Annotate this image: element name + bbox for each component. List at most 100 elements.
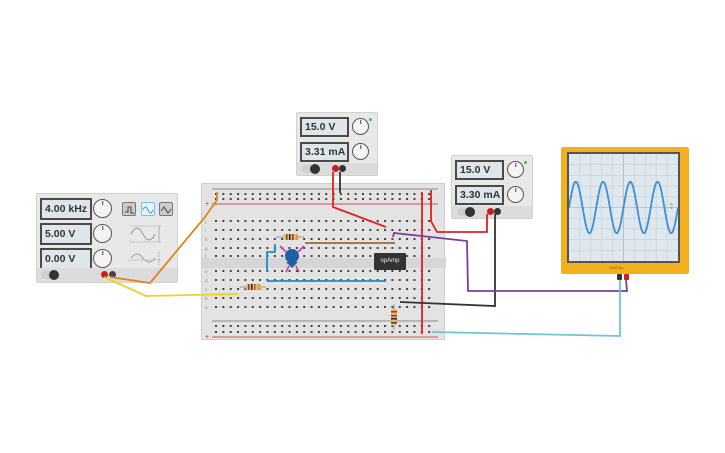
terminal-hole[interactable]	[215, 288, 217, 290]
rail-hole[interactable]	[259, 198, 262, 200]
terminal-hole[interactable]	[398, 306, 401, 308]
terminal-hole[interactable]	[362, 220, 364, 222]
rail-hole[interactable]	[413, 331, 416, 333]
terminal-hole[interactable]	[325, 238, 328, 240]
rail-hole[interactable]	[369, 198, 372, 200]
terminal-hole[interactable]	[310, 255, 313, 257]
terminal-hole[interactable]	[244, 306, 247, 308]
terminal-hole[interactable]	[222, 220, 225, 222]
terminal-hole[interactable]	[273, 220, 276, 222]
terminal-hole[interactable]	[259, 279, 262, 281]
terminal-hole[interactable]	[413, 229, 416, 231]
rail-hole[interactable]	[398, 325, 401, 327]
terminal-hole[interactable]	[354, 247, 357, 249]
terminal-hole[interactable]	[347, 279, 350, 281]
rail-hole[interactable]	[362, 198, 364, 200]
rail-hole[interactable]	[398, 193, 401, 195]
rail-hole[interactable]	[339, 193, 342, 195]
rail-hole[interactable]	[420, 331, 423, 333]
terminal-hole[interactable]	[398, 297, 401, 299]
rail-hole[interactable]	[215, 331, 217, 333]
terminal-hole[interactable]	[384, 306, 387, 308]
rail-hole[interactable]	[406, 331, 409, 333]
terminal-hole[interactable]	[281, 306, 284, 308]
terminal-hole[interactable]	[384, 270, 387, 272]
rail-hole[interactable]	[325, 193, 328, 195]
terminal-hole[interactable]	[295, 247, 298, 249]
terminal-hole[interactable]	[339, 297, 342, 299]
terminal-hole[interactable]	[339, 255, 342, 257]
scope-negative-terminal[interactable]	[617, 274, 622, 280]
terminal-hole[interactable]	[295, 297, 298, 299]
rail-hole[interactable]	[339, 198, 342, 200]
rail-hole[interactable]	[244, 325, 247, 327]
terminal-hole[interactable]	[428, 306, 431, 308]
terminal-hole[interactable]	[420, 297, 423, 299]
terminal-hole[interactable]	[406, 306, 409, 308]
terminal-hole[interactable]	[376, 306, 379, 308]
opamp-ic[interactable]: opAmp	[374, 253, 406, 270]
terminal-hole[interactable]	[332, 270, 335, 272]
terminal-hole[interactable]	[362, 288, 364, 290]
ps2-current-knob[interactable]	[507, 186, 524, 203]
terminal-hole[interactable]	[215, 238, 217, 240]
terminal-hole[interactable]	[266, 255, 269, 257]
rail-hole[interactable]	[332, 193, 335, 195]
rail-hole[interactable]	[420, 198, 423, 200]
ps2-negative-terminal[interactable]	[494, 208, 501, 215]
terminal-hole[interactable]	[332, 247, 335, 249]
terminal-hole[interactable]	[295, 306, 298, 308]
terminal-hole[interactable]	[347, 270, 350, 272]
terminal-hole[interactable]	[281, 247, 284, 249]
terminal-hole[interactable]	[266, 288, 269, 290]
rail-hole[interactable]	[362, 325, 364, 327]
rail-hole[interactable]	[266, 193, 269, 195]
terminal-hole[interactable]	[251, 270, 254, 272]
terminal-hole[interactable]	[339, 220, 342, 222]
terminal-hole[interactable]	[325, 306, 328, 308]
terminal-hole[interactable]	[369, 220, 372, 222]
terminal-hole[interactable]	[347, 247, 350, 249]
terminal-hole[interactable]	[229, 229, 232, 231]
terminal-hole[interactable]	[354, 270, 357, 272]
terminal-hole[interactable]	[288, 270, 291, 272]
terminal-hole[interactable]	[391, 238, 394, 240]
rail-hole[interactable]	[339, 325, 342, 327]
rail-hole[interactable]	[332, 325, 335, 327]
ps2-voltage-knob[interactable]	[507, 161, 524, 178]
terminal-hole[interactable]	[428, 229, 431, 231]
terminal-hole[interactable]	[237, 279, 240, 281]
terminal-hole[interactable]	[332, 306, 335, 308]
terminal-hole[interactable]	[406, 297, 409, 299]
terminal-hole[interactable]	[288, 247, 291, 249]
terminal-hole[interactable]	[376, 238, 379, 240]
terminal-hole[interactable]	[251, 247, 254, 249]
rail-hole[interactable]	[391, 198, 394, 200]
terminal-hole[interactable]	[303, 238, 306, 240]
rail-hole[interactable]	[369, 325, 372, 327]
terminal-hole[interactable]	[369, 255, 372, 257]
terminal-hole[interactable]	[376, 220, 379, 222]
terminal-hole[interactable]	[325, 297, 328, 299]
rail-hole[interactable]	[251, 325, 254, 327]
terminal-hole[interactable]	[281, 229, 284, 231]
terminal-hole[interactable]	[266, 247, 269, 249]
terminal-hole[interactable]	[273, 297, 276, 299]
terminal-hole[interactable]	[317, 238, 320, 240]
terminal-hole[interactable]	[229, 297, 232, 299]
terminal-hole[interactable]	[420, 238, 423, 240]
terminal-hole[interactable]	[229, 279, 232, 281]
terminal-hole[interactable]	[376, 270, 379, 272]
rail-hole[interactable]	[237, 193, 240, 195]
rail-hole[interactable]	[406, 198, 409, 200]
rail-hole[interactable]	[295, 325, 298, 327]
rail-hole[interactable]	[310, 325, 313, 327]
terminal-hole[interactable]	[413, 238, 416, 240]
rail-hole[interactable]	[310, 193, 313, 195]
rail-hole[interactable]	[376, 198, 379, 200]
terminal-hole[interactable]	[273, 306, 276, 308]
terminal-hole[interactable]	[391, 220, 394, 222]
rail-hole[interactable]	[347, 331, 350, 333]
rail-hole[interactable]	[413, 325, 416, 327]
terminal-hole[interactable]	[251, 288, 254, 290]
